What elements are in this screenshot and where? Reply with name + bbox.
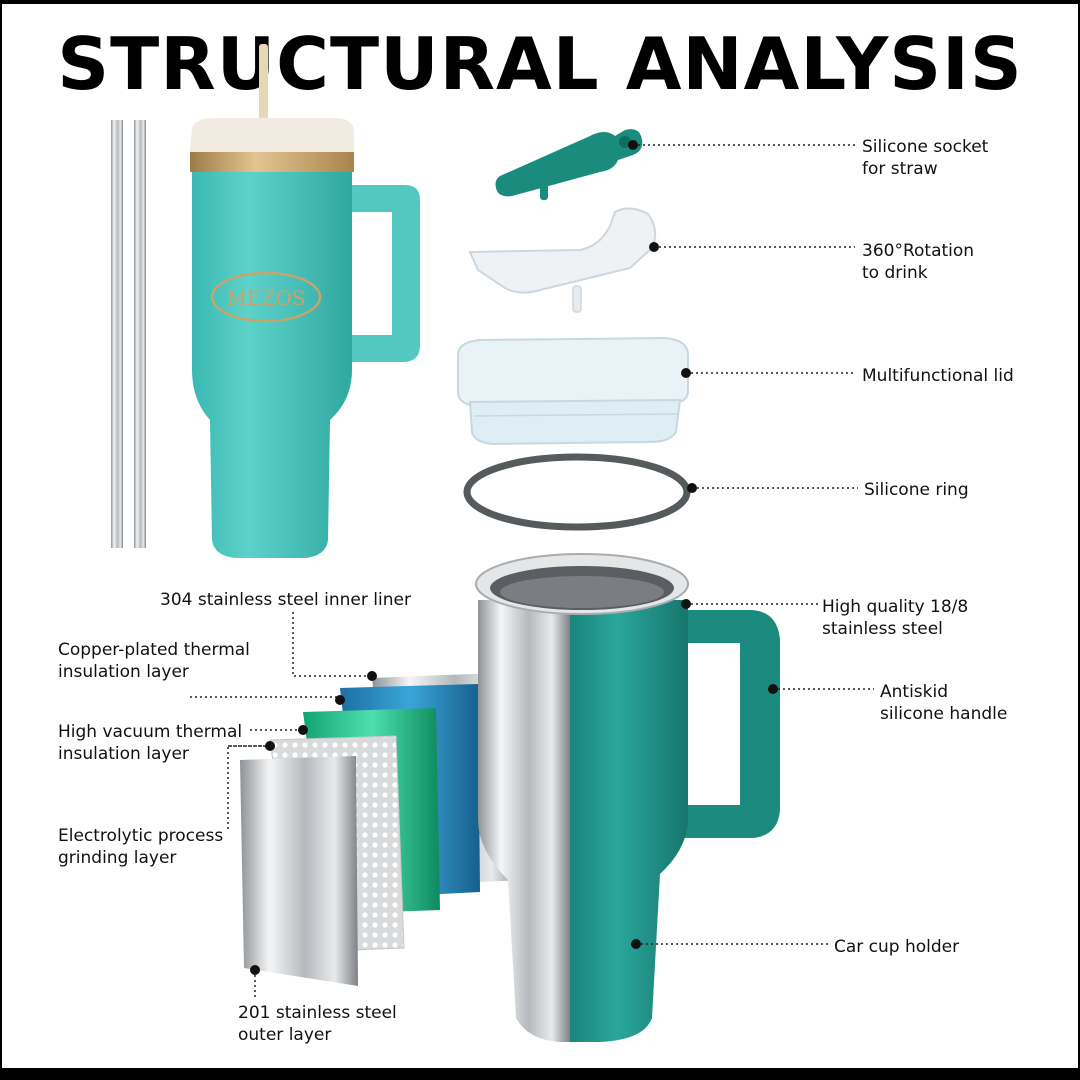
label-cup-holder: Car cup holder [834,937,960,957]
silicone-socket-part [495,129,643,200]
label-copper-layer: Copper-plated thermal insulation layer [58,640,250,682]
label-grinding-layer: Electrolytic process grinding layer [58,826,224,868]
label-lid: Multifunctional lid [862,366,1014,386]
callout-dots [250,140,778,975]
page-title: STRUCTURAL ANALYSIS [57,22,1023,106]
cutaway-tumbler [475,553,780,1042]
label-silicone-ring: Silicone ring [864,480,969,500]
label-silicone-socket: Silicone socket for straw [862,137,989,179]
label-inner-liner: 304 stainless steel inner liner [160,590,411,610]
label-vacuum-layer: High vacuum thermal insulation layer [58,722,243,764]
brand-logo: MEZOS [226,286,305,310]
rotation-part [468,207,657,313]
straws [111,120,146,548]
label-outer-layer: 201 stainless steel outer layer [238,1003,397,1045]
silicone-ring-part [463,453,691,531]
lid-part [457,336,689,446]
label-stainless-steel: High quality 18/8 stainless steel [822,597,969,639]
label-handle: Antiskid silicone handle [880,682,1008,724]
right-border [1078,0,1080,1080]
left-border [0,0,2,1080]
bottom-border [0,1068,1080,1080]
leader-lines [190,144,874,1000]
label-rotation: 360°Rotation to drink [862,241,975,283]
top-border [0,0,1080,4]
assembled-tumbler: MEZOS [190,44,420,558]
